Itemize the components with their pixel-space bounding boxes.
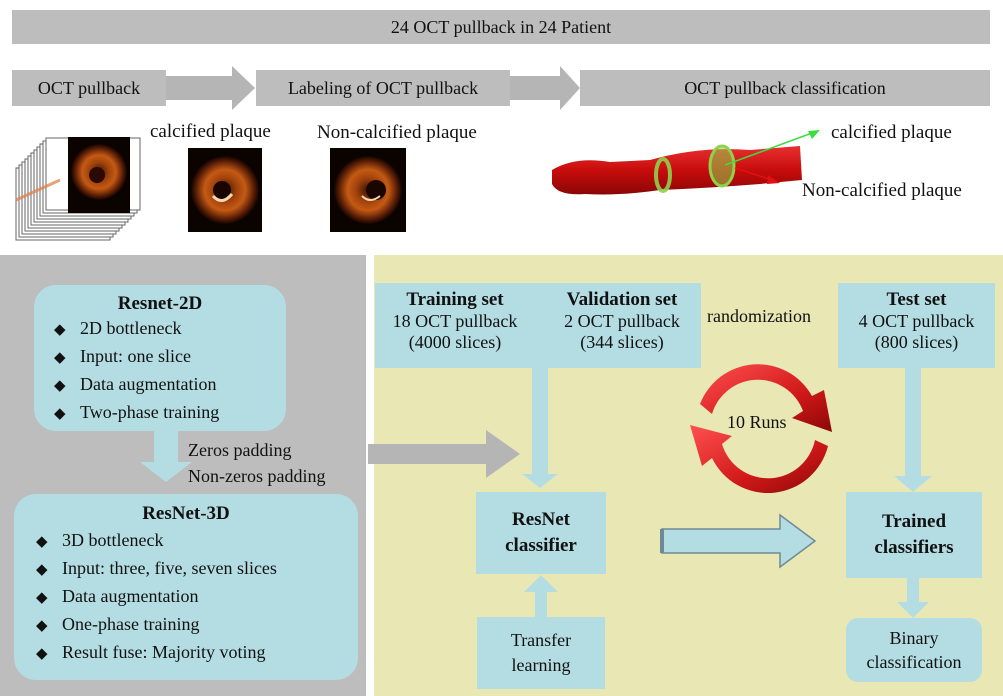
resnet-3d-item: ◆Result fuse: Majority voting — [36, 639, 358, 667]
pipeline-step-3-label: OCT pullback classification — [684, 77, 886, 98]
diamond-bullet-icon: ◆ — [54, 322, 66, 338]
validation-set-title: Validation set — [566, 289, 678, 310]
test-set-slices: (800 slices) — [874, 332, 959, 352]
test-set-title: Test set — [886, 289, 947, 310]
arrow-classifier-to-trained — [661, 513, 817, 569]
oct-slice-stack — [15, 137, 141, 241]
padding-label-nonzeros: Non-zeros padding — [188, 466, 326, 486]
dataset-split-box: Training set 18 OCT pullback (4000 slice… — [375, 283, 701, 368]
validation-set-count: 2 OCT pullback — [564, 311, 680, 331]
runs-cycle-arrows — [690, 364, 832, 494]
diamond-bullet-icon: ◆ — [54, 378, 66, 394]
resnet-3d-list: ◆3D bottleneck ◆Input: three, five, seve… — [36, 527, 358, 667]
arrow-transfer-to-classifier — [524, 575, 558, 617]
pipeline-step-classification: OCT pullback classification — [580, 70, 990, 106]
diamond-bullet-icon: ◆ — [36, 590, 48, 606]
pipeline-arrow-1 — [166, 66, 255, 110]
resnet-2d-title: Resnet-2D — [117, 293, 203, 314]
resnet-3d-title: ResNet-3D — [142, 503, 230, 524]
validation-set-block: Validation set 2 OCT pullback (344 slice… — [543, 289, 701, 353]
trained-classifiers-box: Trained classifiers — [846, 492, 982, 578]
resnet-2d-box: Resnet-2D ◆2D bottleneck ◆Input: one sli… — [34, 285, 286, 431]
resnet-classifier-line1: ResNet — [511, 509, 571, 530]
diamond-bullet-icon: ◆ — [36, 646, 48, 662]
randomization-label: randomization — [707, 306, 811, 326]
training-set-count: 18 OCT pullback — [392, 311, 518, 331]
header-title: 24 OCT pullback in 24 Patient — [390, 16, 612, 37]
validation-set-slices: (344 slices) — [580, 332, 664, 352]
pipeline-step-2-label: Labeling of OCT pullback — [287, 77, 479, 98]
diamond-bullet-icon: ◆ — [36, 562, 48, 578]
resnet-2d-item: ◆Input: one slice — [54, 343, 286, 371]
arrow-padding-to-classifier — [368, 430, 520, 478]
training-set-slices: (4000 slices) — [408, 332, 502, 352]
diamond-bullet-icon: ◆ — [54, 406, 66, 422]
diamond-bullet-icon: ◆ — [54, 350, 66, 366]
vessel-noncalcified-label: Non-calcified plaque — [802, 180, 962, 201]
transfer-learning-box: Transfer learning — [477, 617, 605, 689]
transfer-learning-line1: Transfer — [510, 630, 572, 650]
resnet-classifier-line2: classifier — [505, 535, 577, 556]
pipeline-step-labeling: Labeling of OCT pullback — [256, 70, 510, 106]
resnet-2d-item: ◆Two-phase training — [54, 399, 286, 427]
resnet-3d-item: ◆3D bottleneck — [36, 527, 358, 555]
arrow-2d-to-3d — [140, 430, 192, 482]
trained-classifiers-line2: classifiers — [874, 537, 954, 558]
noncalcified-plaque-label: Non-calcified plaque — [317, 122, 477, 143]
vessel-3d-model — [552, 130, 820, 195]
resnet-3d-box: ResNet-3D ◆3D bottleneck ◆Input: three, … — [14, 494, 358, 680]
resnet-2d-item: ◆Data augmentation — [54, 371, 286, 399]
resnet-3d-item: ◆Input: three, five, seven slices — [36, 555, 358, 583]
binary-classification-line2: classification — [866, 652, 962, 672]
pipeline-step-oct-pullback: OCT pullback — [12, 70, 166, 106]
diamond-bullet-icon: ◆ — [36, 534, 48, 550]
calcified-plaque-label: calcified plaque — [150, 121, 271, 142]
padding-label-zeros: Zeros padding — [188, 440, 292, 460]
training-set-block: Training set 18 OCT pullback (4000 slice… — [375, 289, 535, 353]
resnet-classifier-box: ResNet classifier — [476, 492, 606, 574]
arrow-test-to-trained — [894, 368, 932, 492]
binary-classification-box: Binary classification — [846, 618, 982, 682]
resnet-2d-list: ◆2D bottleneck ◆Input: one slice ◆Data a… — [54, 315, 286, 427]
training-set-title: Training set — [406, 289, 504, 310]
binary-classification-line1: Binary — [889, 628, 939, 648]
header-bar: 24 OCT pullback in 24 Patient — [12, 10, 990, 44]
diamond-bullet-icon: ◆ — [36, 618, 48, 634]
resnet-2d-item: ◆2D bottleneck — [54, 315, 286, 343]
arrow-trained-to-binary — [897, 578, 929, 618]
pipeline-step-1-label: OCT pullback — [37, 77, 141, 98]
noncalcified-plaque-image — [330, 148, 406, 232]
resnet-3d-item: ◆Data augmentation — [36, 583, 358, 611]
calcified-plaque-image — [188, 148, 262, 232]
trained-classifiers-line1: Trained — [881, 511, 947, 532]
vessel-calcified-label: calcified plaque — [831, 122, 952, 143]
transfer-learning-line2: learning — [511, 655, 571, 675]
arrow-training-to-classifier — [522, 368, 558, 488]
runs-label: 10 Runs — [727, 412, 787, 432]
test-set-count: 4 OCT pullback — [858, 311, 975, 331]
resnet-3d-item: ◆One-phase training — [36, 611, 358, 639]
pipeline-arrow-2 — [510, 66, 580, 110]
test-set-box: Test set 4 OCT pullback (800 slices) — [838, 283, 995, 368]
